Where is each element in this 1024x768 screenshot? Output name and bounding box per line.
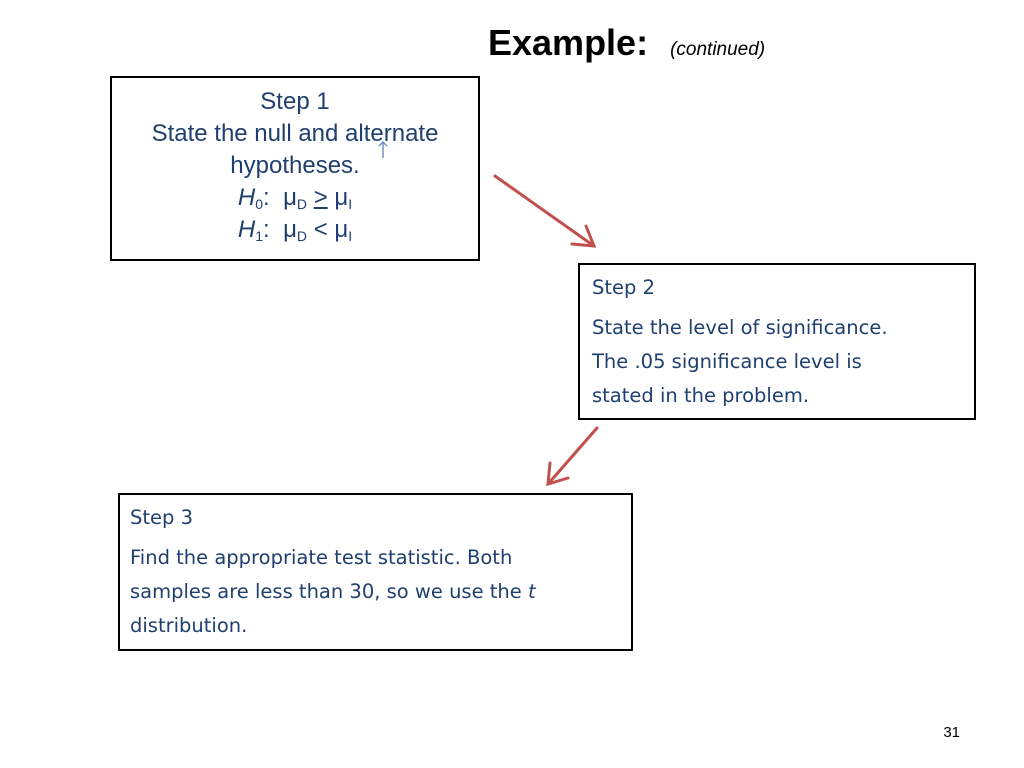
- slide-title: Example: (continued): [488, 22, 765, 72]
- null-hypothesis: H0: μD > μI: [112, 182, 478, 214]
- h0-mu2: μ: [334, 184, 349, 211]
- h0-mu1-sub: D: [296, 196, 308, 212]
- step2-line3: stated in the problem.: [592, 384, 810, 407]
- step1-heading: Step 1: [260, 88, 330, 115]
- step3-line3: distribution.: [130, 614, 248, 637]
- h0-sub: 0: [255, 196, 264, 212]
- step3-line2-text: samples are less than 30, so we use the: [130, 580, 528, 603]
- step3-box[interactable]: Step 3 Find the appropriate test statist…: [118, 493, 633, 651]
- h1-mu2: μ: [334, 216, 349, 243]
- h1-symbol: H: [237, 216, 256, 243]
- h1-mu1-sub: D: [296, 228, 308, 244]
- step2-box[interactable]: Step 2 State the level of significance. …: [578, 263, 976, 420]
- step2-line1: State the level of significance.: [592, 316, 888, 339]
- alternate-hypothesis: H1: μD < μI: [112, 214, 478, 246]
- h0-mu2-sub: I: [348, 196, 353, 212]
- h1-sub: 1: [255, 228, 264, 244]
- step1-line1: State the null and alternate: [151, 120, 439, 147]
- title-continued: (continued): [670, 39, 766, 60]
- t-symbol: t: [528, 580, 536, 603]
- h0-mu1: μ: [283, 184, 297, 211]
- h0-colon: :: [263, 184, 270, 211]
- step3-heading: Step 3: [130, 506, 194, 529]
- h1-mu2-sub: I: [348, 228, 353, 244]
- h1-operator: <: [313, 216, 328, 243]
- step1-box[interactable]: Step 1 State the null and alternate hypo…: [110, 76, 480, 261]
- step3-line1: Find the appropriate test statistic. Bot…: [130, 546, 513, 569]
- h0-symbol: H: [237, 184, 256, 211]
- step2-heading: Step 2: [592, 276, 656, 299]
- h0-operator: >: [313, 184, 328, 211]
- h1-colon: :: [263, 216, 270, 243]
- step3-line2: samples are less than 30, so we use the …: [130, 575, 621, 609]
- text-cursor-icon: [378, 141, 388, 158]
- h1-mu1: μ: [283, 216, 297, 243]
- step2-line2: The .05 significance level is: [592, 350, 862, 373]
- page-number: 31: [943, 724, 960, 741]
- title-main: Example:: [488, 22, 649, 63]
- arrow-step2-to-step3: [546, 426, 599, 487]
- step1-line2: hypotheses.: [230, 152, 360, 179]
- arrow-step1-to-step2: [493, 174, 597, 248]
